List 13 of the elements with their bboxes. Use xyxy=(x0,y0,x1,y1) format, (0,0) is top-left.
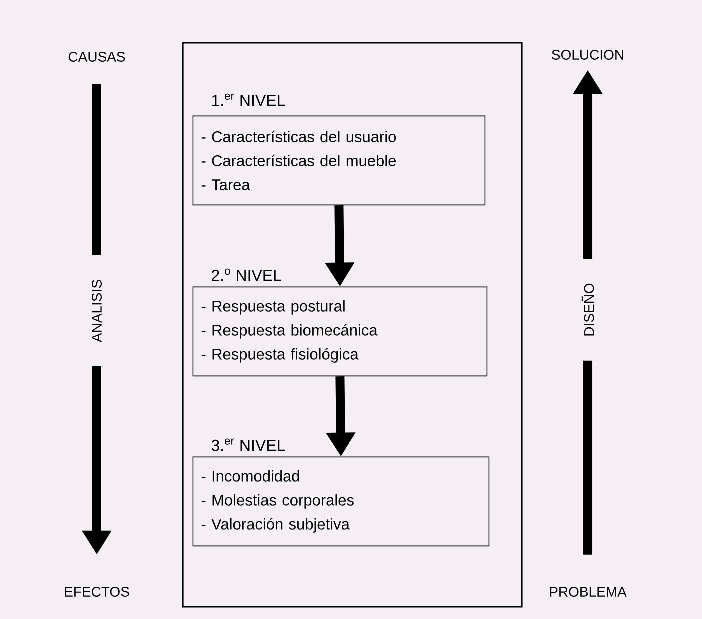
level-box: - Incomodidad - Molestias corporales - Valoración subjetiva xyxy=(192,456,490,547)
level-heading: 3.$^{er}$ NIVEL xyxy=(212,438,286,452)
level-box: - Respuesta postural - Respuesta biomecánica - Respuesta fisiológica xyxy=(192,286,488,377)
term-label: PROBLEMA xyxy=(550,587,627,597)
term-label: EFECTOS xyxy=(65,587,130,597)
level-box: - Características del usuario - Características del mueble - Tarea xyxy=(192,116,486,206)
level-heading: 2.$^{o}$ NIVEL xyxy=(212,268,282,282)
frame-box xyxy=(182,42,523,608)
term-label: CAUSAS xyxy=(68,52,126,62)
edge-label: DISEÑO xyxy=(578,259,598,361)
level-heading: 1.$^{er}$ NIVEL xyxy=(212,94,286,106)
term-label: SOLUCION xyxy=(552,50,624,60)
edge-label: ANALISIS xyxy=(89,255,105,366)
